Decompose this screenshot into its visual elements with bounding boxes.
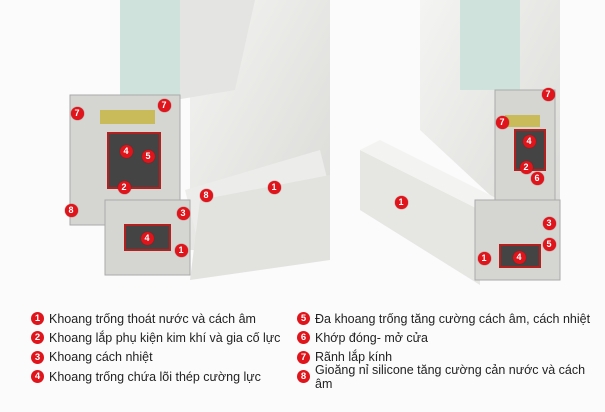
legend-number: 4 [31,370,44,384]
legend-text: Rãnh lắp kính [315,350,393,365]
marker-7: 7 [157,98,171,112]
legend-text: Khoang trống thoát nước và cách âm [49,311,256,326]
legend-item: 7 Rãnh lắp kính [297,348,605,367]
marker-2: 2 [117,180,131,194]
marker-1: 1 [174,243,188,257]
legend-item: 6 Khớp đóng- mở cửa [297,328,605,347]
legend-number: 1 [31,312,44,326]
legend-number: 2 [31,331,44,345]
marker-7: 7 [541,87,555,101]
marker-3: 3 [176,206,190,220]
marker-7: 7 [70,106,84,120]
legend-text: Khoang lắp phụ kiện kim khí và gia cố lự… [49,330,281,345]
left-profile [69,0,330,280]
legend-right: 5 Đa khoang trống tăng cường cách âm, các… [297,309,605,391]
legend-text: Khoang cách nhiệt [49,350,153,365]
legend-text: Khoang trống chứa lõi thép cường lực [49,369,261,384]
legend-text: Gioăng nỉ silicone tăng cường cản nước v… [315,362,586,391]
marker-1: 1 [394,195,408,209]
legend-number: 8 [297,370,310,384]
marker-4: 4 [522,134,536,148]
legend-item: 2 Khoang lắp phụ kiện kim khí và gia cố l… [31,328,280,347]
marker-2: 2 [519,160,533,174]
legend-number: 5 [297,312,310,326]
marker-7: 7 [495,115,509,129]
legend-text: Khớp đóng- mở cửa [315,330,429,345]
legend-number: 3 [31,350,44,364]
legend-number: 6 [297,331,310,345]
marker-1: 1 [477,251,491,265]
legend-number: 7 [297,350,310,364]
legend-item: 4 Khoang trống chứa lõi thép cường lực [31,367,280,386]
legend-text: Đa khoang trống tăng cường cách âm, cách… [315,311,591,326]
marker-6: 6 [530,171,544,185]
marker-8: 8 [199,188,213,202]
legend-item: 5 Đa khoang trống tăng cường cách âm, các… [297,309,605,328]
marker-3: 3 [542,216,556,230]
legend-item: 1 Khoang trống thoát nước và cách âm [31,309,280,328]
marker-5: 5 [141,149,155,163]
legend-item: 8 Gioăng nỉ silicone tăng cường cản nước … [297,363,605,391]
marker-4: 4 [512,250,526,264]
marker-4: 4 [140,231,154,245]
marker-1: 1 [267,180,281,194]
legend-item: 3 Khoang cách nhiệt [31,348,280,367]
marker-5: 5 [542,237,556,251]
marker-4: 4 [119,144,133,158]
marker-8: 8 [64,203,78,217]
